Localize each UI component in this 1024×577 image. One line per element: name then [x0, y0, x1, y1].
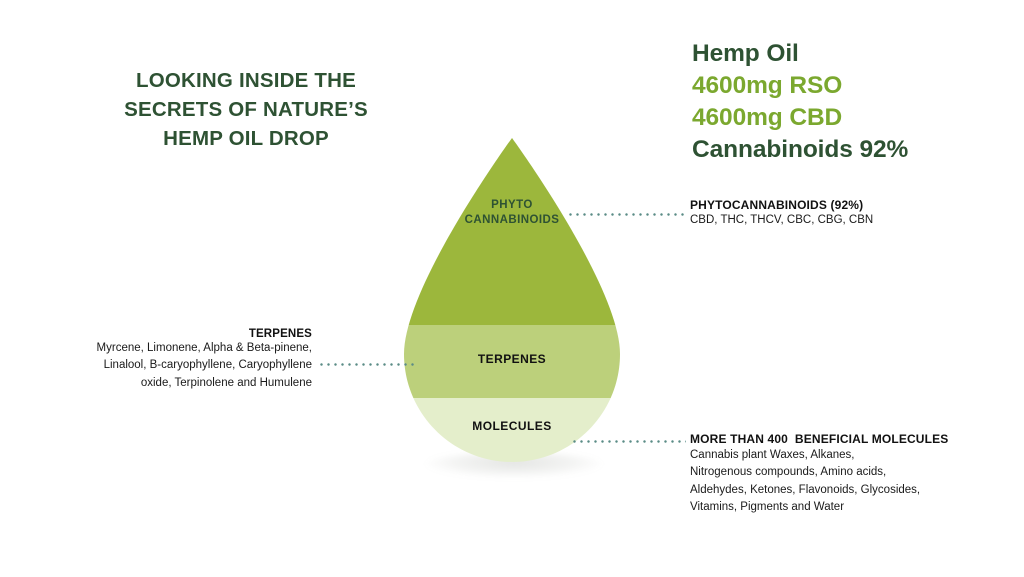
callout-phytocannabinoids: PHYTOCANNABINOIDS (92%) CBD, THC, THCV, …	[690, 198, 1000, 229]
callout-terpenes-line-2: Linalool, B-caryophyllene, Caryophyllene	[103, 359, 312, 372]
product-name: Hemp Oil	[692, 40, 799, 67]
product-cannabinoid-percentage: Cannabinoids 92%	[692, 135, 909, 163]
callout-molecules-title: MORE THAN 400 BENEFICIAL MOLECULES	[690, 432, 949, 446]
page-title-line-2: SECRETS OF NATURE’S	[124, 98, 368, 122]
product-cbd-amount: 4600mg CBD	[692, 103, 843, 131]
hemp-oil-droplet-diagram: PHYTO CANNABINOIDS TERPENES MOLECULES	[404, 138, 620, 462]
callout-phytocannabinoids-body: CBD, THC, THCV, CBC, CBG, CBN	[690, 212, 1000, 229]
callout-molecules-line-3: Aldehydes, Ketones, Flavonoids, Glycosid…	[690, 483, 921, 496]
callout-molecules-line-2: Nitrogenous compounds, Amino acids,	[690, 466, 887, 479]
page-title: LOOKING INSIDE THE SECRETS OF NATURE’S H…	[96, 66, 396, 153]
product-rso-amount: 4600mg RSO	[692, 71, 843, 99]
callout-terpenes: TERPENES Myrcene, Limonene, Alpha & Beta…	[40, 328, 312, 392]
droplet-band-terpenes	[404, 325, 620, 398]
callout-phytocannabinoids-line-1: CBD, THC, THCV, CBC, CBG, CBN	[690, 214, 874, 226]
connector-line-molecules	[571, 440, 686, 443]
connector-line-phytocannabinoids	[567, 213, 687, 216]
callout-phytocannabinoids-title: PHYTOCANNABINOIDS (92%)	[690, 198, 864, 212]
callout-terpenes-body: Myrcene, Limonene, Alpha & Beta-pinene, …	[40, 340, 312, 392]
droplet-band-phytocannabinoids	[404, 138, 620, 325]
callout-molecules-body: Cannabis plant Waxes, Alkanes, Nitrogeno…	[690, 447, 1010, 517]
callout-molecules-line-4: Vitamins, Pigments and Water	[690, 501, 845, 514]
page-title-line-1: LOOKING INSIDE THE	[135, 69, 356, 92]
callout-molecules-line-1: Cannabis plant Waxes, Alkanes,	[690, 449, 855, 461]
droplet-shape	[404, 138, 620, 462]
droplet-band-molecules	[404, 398, 620, 462]
product-header: Hemp Oil 4600mg RSO 4600mg CBD Cannabino…	[692, 38, 992, 165]
callout-terpenes-line-1: Myrcene, Limonene, Alpha & Beta-pinene,	[96, 342, 312, 354]
callout-terpenes-line-3: oxide, Terpinolene and Humulene	[140, 376, 312, 389]
callout-terpenes-title: TERPENES	[248, 328, 312, 340]
callout-molecules: MORE THAN 400 BENEFICIAL MOLECULES Canna…	[690, 432, 1010, 517]
connector-line-terpenes	[318, 363, 418, 366]
page-title-line-3: HEMP OIL DROP	[163, 127, 329, 151]
